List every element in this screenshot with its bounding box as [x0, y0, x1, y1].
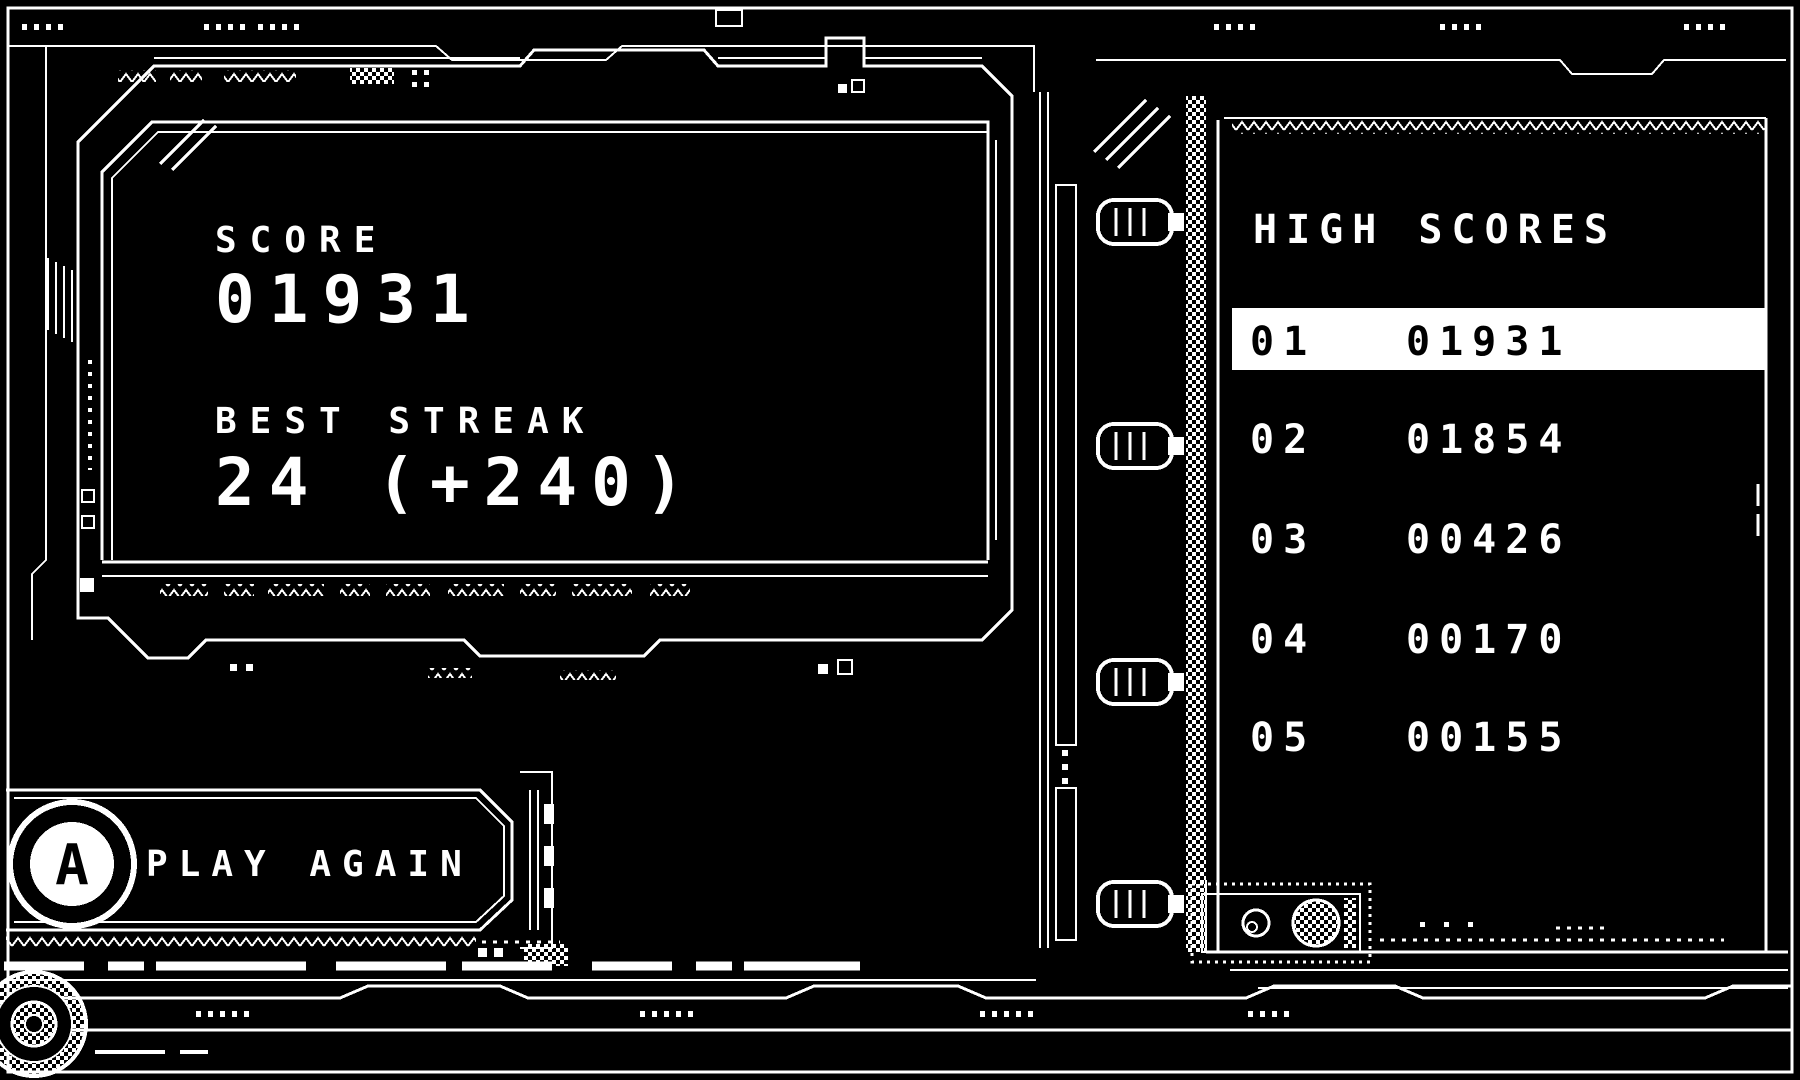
screw-icon	[1096, 422, 1184, 470]
high-score-value: 00155	[1406, 715, 1571, 761]
high-scores-panel: HIGH SCORES 01 01931 02 01854 03 00426 0…	[1186, 96, 1788, 989]
high-score-value: 01931	[1406, 319, 1571, 365]
score-label: SCORE	[215, 220, 388, 261]
high-score-value: 00170	[1406, 617, 1571, 663]
zigzag-top-decoration	[1232, 120, 1766, 134]
zigzag-decoration	[6, 936, 476, 948]
large-knob-icon	[1291, 898, 1341, 948]
a-button-icon: A	[7, 799, 137, 929]
screw-icon	[1096, 198, 1184, 246]
high-score-rank: 03	[1250, 517, 1316, 563]
panel-control-box-decoration	[1190, 882, 1372, 964]
bottom-bar-decoration	[4, 961, 1792, 1054]
score-value: 01931	[215, 261, 484, 338]
high-score-row: 05 00155	[1250, 715, 1571, 761]
high-score-row: 01 01931	[1232, 308, 1766, 370]
play-again-button[interactable]: A PLAY AGAIN	[6, 771, 568, 966]
screw-icon	[1096, 880, 1184, 928]
play-again-label: PLAY AGAIN	[146, 844, 473, 885]
a-button-glyph: A	[55, 833, 89, 898]
highlight-band	[1232, 308, 1766, 370]
high-score-rank: 01	[1250, 319, 1316, 365]
high-score-value: 01854	[1406, 417, 1571, 463]
high-score-rank: 05	[1250, 715, 1316, 761]
frame-tab-decoration	[715, 9, 743, 27]
small-knob-icon	[1241, 908, 1271, 938]
zigzag-decoration	[118, 70, 156, 82]
high-scores-title: HIGH SCORES	[1253, 207, 1617, 253]
high-score-row: 04 00170	[1250, 617, 1571, 663]
score-panel: SCORE 01931 BEST STREAK 24 (+240)	[47, 36, 1014, 680]
gear-icon	[0, 970, 88, 1078]
zigzag-row-decoration	[160, 584, 690, 596]
best-streak-value: 24 (+240)	[215, 444, 699, 521]
checker-decoration	[350, 68, 394, 84]
high-score-row: 03 00426	[1250, 517, 1571, 563]
high-score-value: 00426	[1406, 517, 1571, 563]
outer-frame	[6, 6, 1794, 1074]
center-rail-decoration	[1039, 92, 1172, 948]
high-score-row: 02 01854	[1250, 417, 1571, 463]
high-score-rank: 04	[1250, 617, 1316, 663]
corner-slash-decoration	[158, 118, 218, 172]
best-streak-label: BEST STREAK	[215, 401, 596, 442]
checker-strip-decoration	[1186, 96, 1206, 952]
high-score-rank: 02	[1250, 417, 1316, 463]
screw-icon	[1096, 658, 1184, 706]
